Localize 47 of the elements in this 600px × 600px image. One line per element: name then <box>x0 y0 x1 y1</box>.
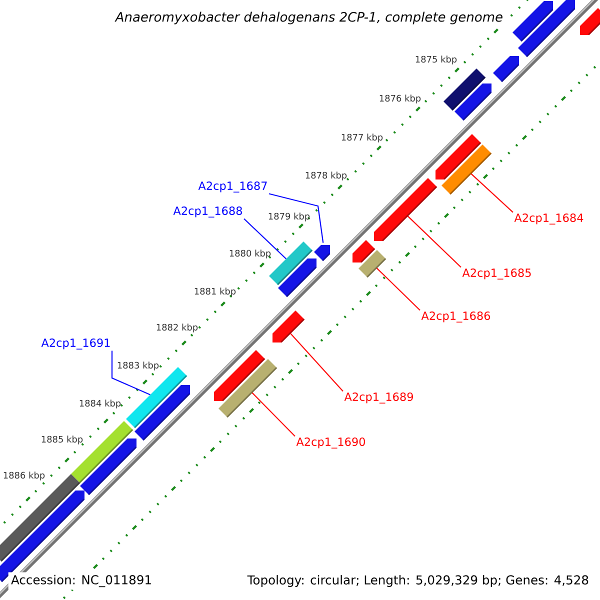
gene-feature <box>314 245 330 262</box>
tick-label: 1886 kbp <box>4 472 45 480</box>
gene-label: A2cp1_1691 <box>41 338 110 350</box>
tick-label: 1883 kbp <box>118 362 159 370</box>
gene-feature <box>358 250 386 278</box>
gene-feature <box>374 178 438 242</box>
gene-label: A2cp1_1688 <box>173 206 242 218</box>
genome-info-text: Topology: circular; Length: 5,029,329 bp; Genes: 4,528 <box>244 572 592 590</box>
gene-label: A2cp1_1690 <box>296 438 365 448</box>
gene-feature <box>454 84 492 121</box>
tick-label: 1876 kbp <box>380 94 421 104</box>
gene-feature <box>442 144 492 195</box>
accession-text: Accession: NC_011891 <box>8 572 155 590</box>
tick-label: 1882 kbp <box>156 324 198 332</box>
tick-label: 1877 kbp <box>342 134 383 142</box>
gene-feature <box>512 1 554 42</box>
tick-label: 1879 kbp <box>268 212 310 222</box>
gene-feature <box>352 240 376 263</box>
gene-feature <box>218 359 278 418</box>
gene-feature <box>214 350 266 402</box>
tick-label: 1875 kbp <box>416 56 457 64</box>
gene-label: A2cp1_1686 <box>421 312 490 322</box>
leader-line <box>407 216 462 268</box>
tick-label: 1881 kbp <box>194 288 236 296</box>
gene-feature <box>272 310 305 343</box>
tick-label: 1885 kbp <box>42 436 83 444</box>
tick-label: 1884 kbp <box>80 400 121 408</box>
gene-label: A2cp1_1687 <box>198 182 267 192</box>
title: Anaeromyxobacter dehalogenans 2CP-1, complete genome <box>112 9 506 27</box>
leader-line <box>376 268 420 311</box>
leader-line <box>268 193 324 243</box>
gene-feature <box>436 134 482 180</box>
leader-line <box>290 333 344 392</box>
leader-line <box>111 350 150 396</box>
gene-label: A2cp1_1689 <box>344 392 413 404</box>
gene-label: A2cp1_1684 <box>514 214 584 224</box>
tick-label: 1878 kbp <box>306 172 347 180</box>
gene-label: A2cp1_1685 <box>462 268 531 280</box>
leader-line <box>252 392 296 437</box>
gene-feature <box>580 8 600 36</box>
leader-line <box>470 173 514 213</box>
gene-feature <box>278 258 317 298</box>
gene-feature <box>444 68 486 111</box>
gene-feature <box>134 385 190 441</box>
gene-feature <box>269 242 313 286</box>
gene-feature <box>493 56 520 82</box>
tick-label: 1880 kbp <box>230 250 271 258</box>
